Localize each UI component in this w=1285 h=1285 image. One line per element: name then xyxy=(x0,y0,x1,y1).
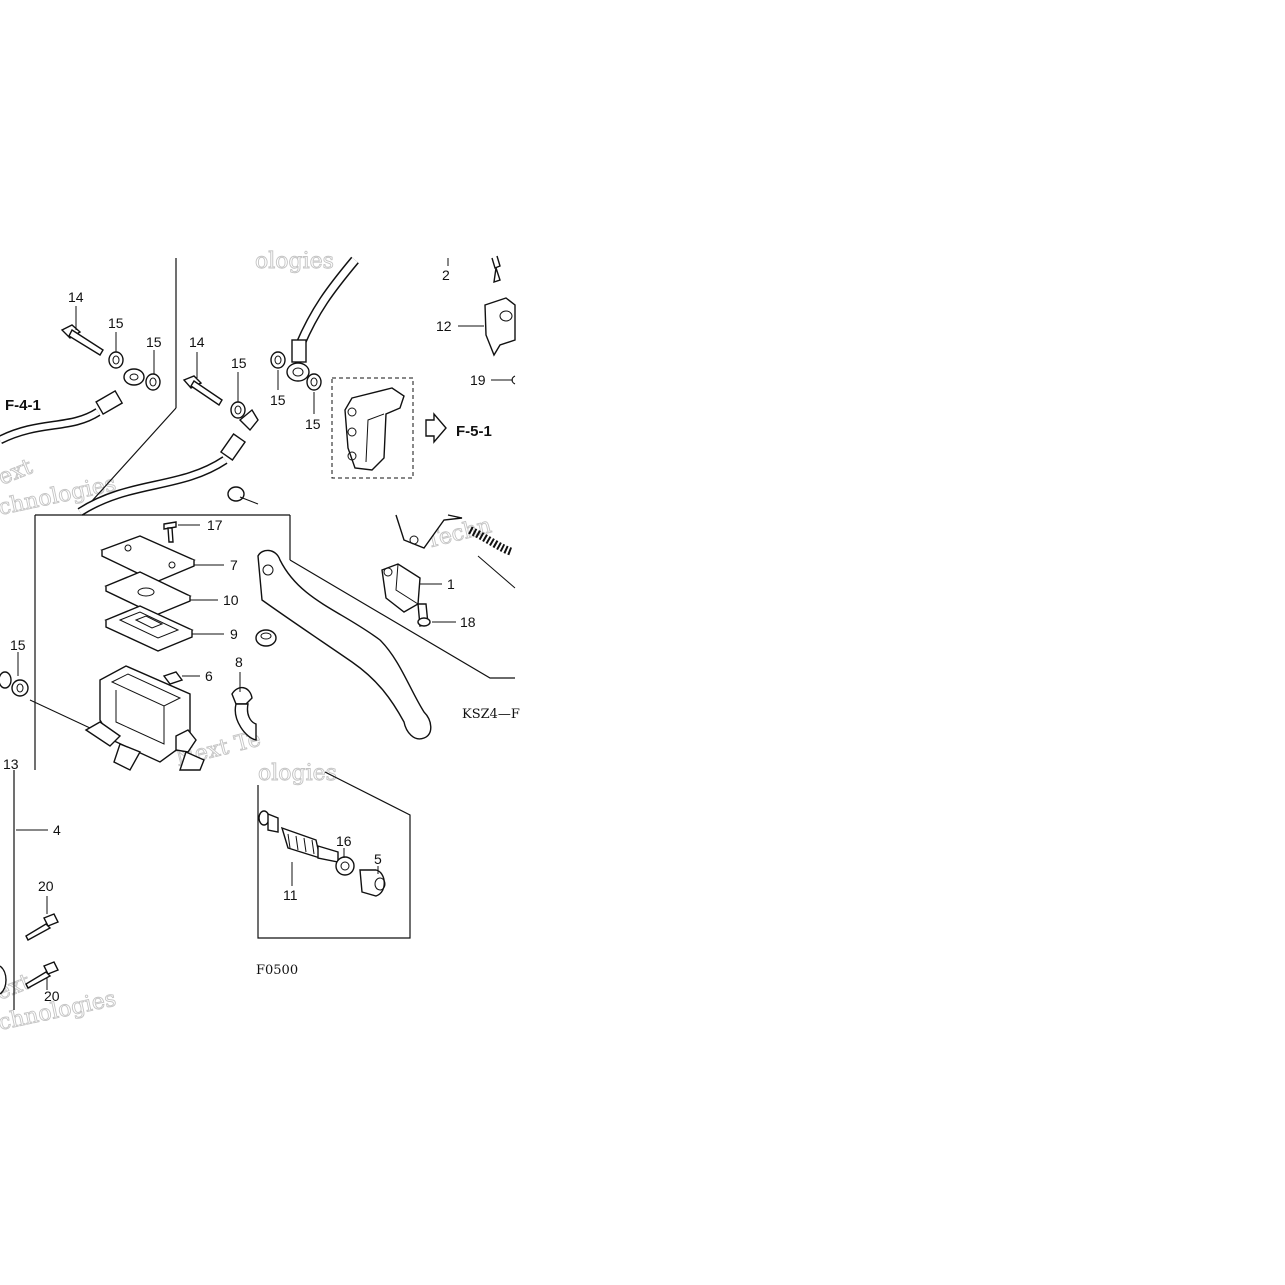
holder-8 xyxy=(231,687,257,741)
part-label: 15 xyxy=(231,355,247,371)
part-label: 15 xyxy=(305,416,321,432)
plate-10 xyxy=(104,571,192,616)
part-label: 20 xyxy=(44,988,60,1004)
bolt-14-center xyxy=(182,375,223,406)
brake-hose-upper xyxy=(286,256,359,382)
switch-bracket-12 xyxy=(447,255,516,385)
part-label: 8 xyxy=(235,654,243,670)
brake-hose-center xyxy=(77,408,259,516)
watermark-text: ext xyxy=(0,454,36,490)
diagram-code: KSZ4—F xyxy=(462,707,520,722)
part-label: 17 xyxy=(207,517,223,533)
part-label: 6 xyxy=(205,668,213,684)
part-label: 14 xyxy=(68,289,84,305)
part-label: 18 xyxy=(460,614,476,630)
part-label: 2 xyxy=(442,267,450,283)
piston-kit xyxy=(258,810,386,897)
part-label: 1 xyxy=(447,576,455,592)
lever-holder xyxy=(395,514,516,589)
grommet xyxy=(255,629,277,647)
part-label: 14 xyxy=(189,334,205,350)
part-label: 9 xyxy=(230,626,238,642)
watermarks: ologies ext chnologies Techn Next Te olo… xyxy=(0,249,495,1037)
diaphragm-9 xyxy=(104,605,194,652)
part-label: 20 xyxy=(38,878,54,894)
part-label: 11 xyxy=(283,887,298,903)
pivot-bolt xyxy=(227,486,259,505)
bolts-20 xyxy=(0,913,59,995)
washers-15 xyxy=(0,351,322,697)
watermark-text: ologies xyxy=(258,761,337,786)
part-label: 13 xyxy=(3,756,19,772)
part-labels: 14 15 15 14 15 15 15 2 12 19 17 7 10 9 6… xyxy=(3,267,486,1004)
part-label: 12 xyxy=(436,318,452,334)
part-label: 7 xyxy=(230,557,238,573)
panel-borders xyxy=(13,258,515,1010)
part-label: 15 xyxy=(10,637,26,653)
leader-lines xyxy=(16,306,484,990)
watermark-text: ologies xyxy=(255,249,334,274)
caliper-inset xyxy=(331,377,447,479)
brake-lever xyxy=(257,549,432,740)
stop-switch-1 xyxy=(381,563,421,613)
part-label: 15 xyxy=(108,315,124,331)
ref-label-right: F-5-1 xyxy=(456,423,492,440)
clip-6 xyxy=(162,671,184,685)
part-label: 15 xyxy=(270,392,286,408)
reservoir-screw-17 xyxy=(163,521,177,543)
part-label: 16 xyxy=(336,833,352,849)
part-label: 15 xyxy=(146,334,162,350)
bolt-14-left xyxy=(60,324,104,356)
part-label: 4 xyxy=(53,822,61,838)
brake-hose-left xyxy=(0,368,145,445)
figure-code: F0500 xyxy=(256,963,298,978)
part-label: 5 xyxy=(374,851,382,867)
screw-18 xyxy=(417,603,431,627)
part-label: 10 xyxy=(223,592,239,608)
ref-label-left: F-4-1 xyxy=(5,397,41,414)
master-cylinder-body xyxy=(29,665,205,771)
part-label: 19 xyxy=(470,372,486,388)
